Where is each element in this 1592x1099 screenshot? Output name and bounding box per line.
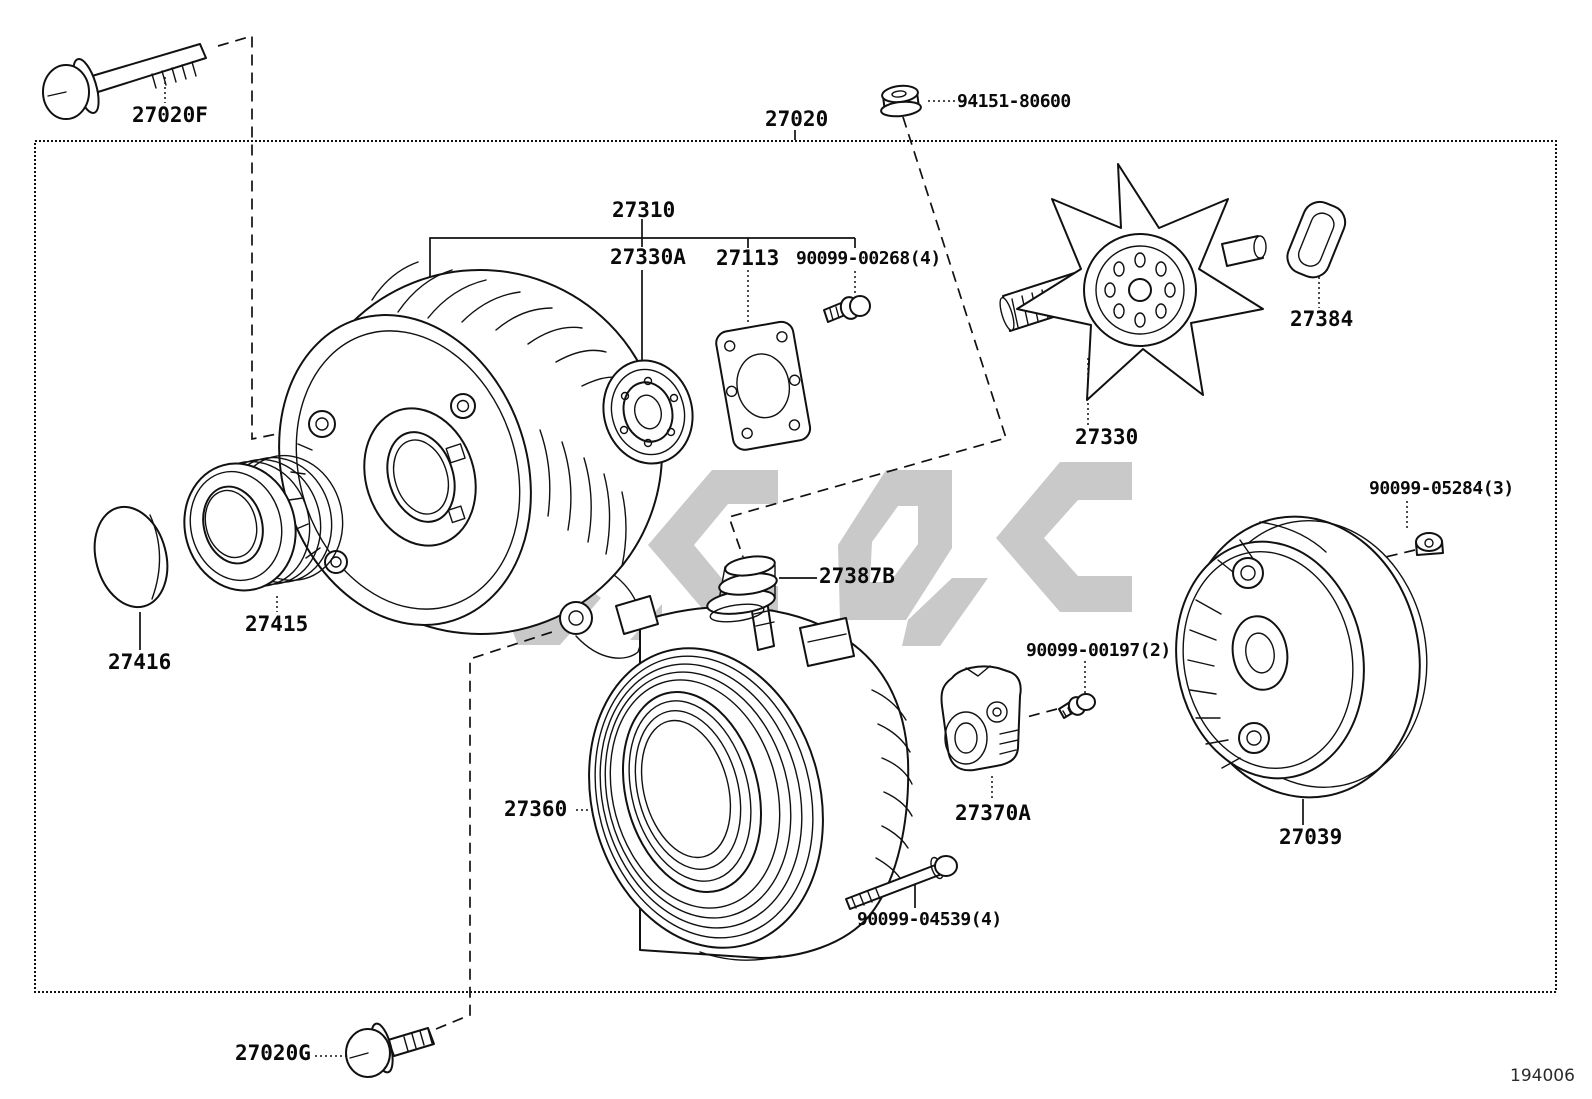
nut-05284-drawing (1415, 532, 1444, 556)
front-housing-drawing (278, 261, 663, 659)
part-label-27310: 27310 (612, 198, 676, 222)
nut-94151-drawing (880, 84, 922, 118)
drawing-number: 194006 (1510, 1066, 1575, 1086)
rear-cover-27039-drawing (1175, 515, 1428, 799)
part-label-27113: 27113 (716, 246, 780, 270)
screw-00197-drawing (1058, 693, 1096, 719)
part-label-90099-00197: 90099-00197(2) (1026, 640, 1171, 661)
part-label-27387B: 27387B (819, 564, 895, 588)
regulator-27370A-drawing (940, 665, 1022, 772)
plate-27113-drawing (715, 320, 812, 451)
part-label-94151-80600: 94151-80600 (957, 91, 1071, 112)
part-label-27360: 27360 (504, 797, 568, 821)
cap-27416-drawing (93, 505, 169, 609)
bolt-00268-drawing (823, 295, 871, 323)
part-label-27039: 27039 (1279, 825, 1343, 849)
diagram-frame (34, 140, 1557, 993)
part-label-27330: 27330 (1075, 425, 1139, 449)
part-label-90099-00268: 90099-00268(4) (796, 248, 941, 269)
bolt-27020F-drawing (42, 43, 207, 120)
part-label-27384: 27384 (1290, 307, 1354, 331)
rotor-27330-drawing (999, 163, 1267, 401)
bolt-27020G-drawing (345, 1022, 435, 1078)
bolt-04539-drawing (845, 855, 958, 910)
insulator-27387B-drawing (706, 555, 778, 623)
part-label-27370A: 27370A (955, 801, 1031, 825)
stator-27360-drawing (588, 587, 913, 961)
seal-27384-drawing (1286, 200, 1347, 279)
part-label-27415: 27415 (245, 612, 309, 636)
part-label-90099-05284: 90099-05284(3) (1369, 478, 1514, 499)
pulley-27415-drawing (183, 454, 344, 592)
bearing-27330A-drawing (602, 359, 694, 465)
leader-lines (139, 77, 1408, 1057)
part-label-27416: 27416 (108, 650, 172, 674)
part-label-27020G: 27020G (235, 1041, 311, 1065)
part-label-27020F: 27020F (132, 103, 208, 127)
part-label-27020: 27020 (765, 107, 829, 131)
part-label-27330A: 27330A (610, 245, 686, 269)
part-label-90099-04539: 90099-04539(4) (857, 909, 1002, 930)
